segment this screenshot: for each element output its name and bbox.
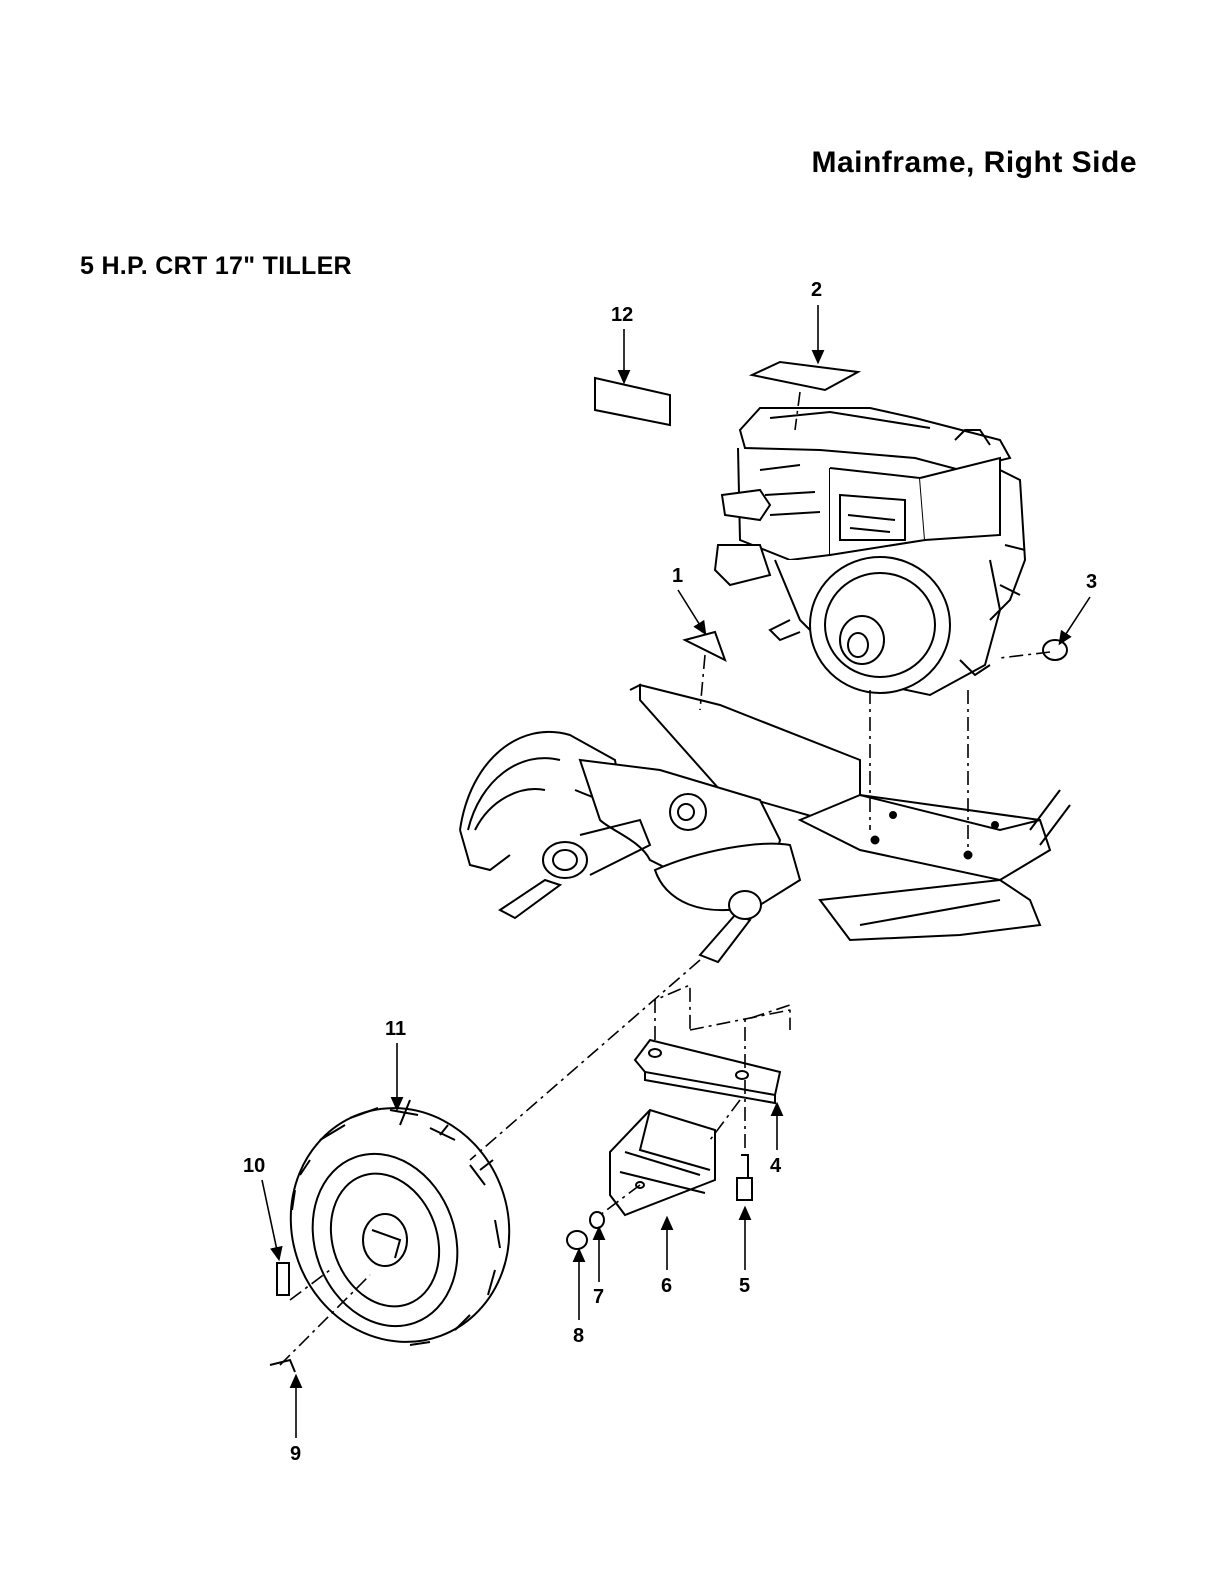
callout-6: 6 — [661, 1222, 672, 1297]
callout-1: 1 — [672, 565, 703, 630]
callout-10: 10 — [243, 1155, 278, 1255]
svg-text:5: 5 — [739, 1275, 750, 1297]
svg-text:4: 4 — [770, 1155, 782, 1177]
svg-text:1: 1 — [672, 565, 683, 587]
callout-7: 7 — [593, 1232, 604, 1308]
svg-text:7: 7 — [593, 1286, 604, 1308]
callout-11: 11 — [385, 1018, 406, 1105]
mainframe-illustration — [460, 685, 1070, 962]
callout-5: 5 — [739, 1212, 750, 1297]
callout-8: 8 — [573, 1254, 584, 1347]
callout-3: 3 — [1062, 571, 1097, 640]
engine-illustration — [715, 408, 1025, 695]
svg-text:2: 2 — [811, 279, 822, 301]
svg-text:6: 6 — [661, 1275, 672, 1297]
svg-text:9: 9 — [290, 1443, 301, 1465]
weight-block-illustration — [610, 1110, 715, 1215]
svg-text:12: 12 — [611, 304, 633, 326]
callout-12: 12 — [611, 304, 633, 378]
callout-9: 9 — [290, 1380, 301, 1465]
svg-text:8: 8 — [573, 1325, 584, 1347]
wheel-illustration — [258, 1077, 542, 1373]
svg-text:11: 11 — [385, 1018, 406, 1040]
svg-text:3: 3 — [1086, 571, 1097, 593]
callout-2: 2 — [811, 279, 822, 358]
skid-plate-illustration — [635, 1040, 780, 1103]
callout-4: 4 — [770, 1108, 782, 1177]
svg-text:10: 10 — [243, 1155, 265, 1177]
